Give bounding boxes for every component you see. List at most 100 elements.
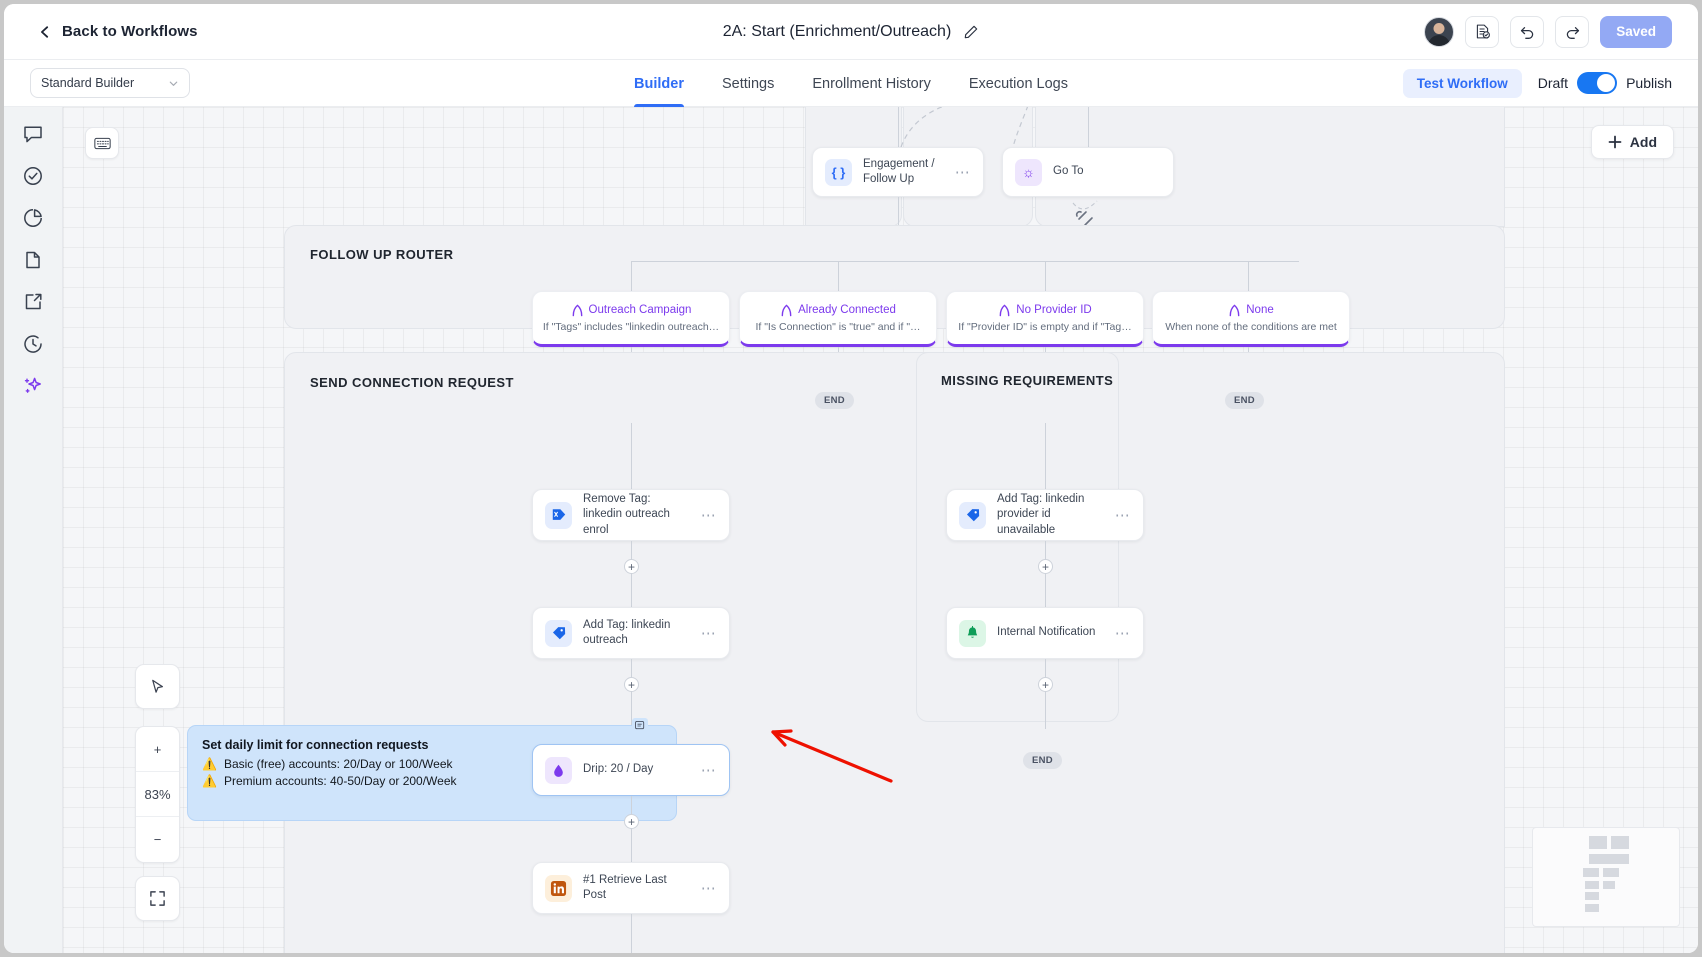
- back-to-workflows-button[interactable]: Back to Workflows: [38, 23, 198, 40]
- edit-pencil-icon[interactable]: [963, 24, 979, 40]
- minimap-node: [1589, 854, 1629, 864]
- document-check-icon: [1474, 23, 1491, 40]
- branch-none[interactable]: None When none of the conditions are met: [1152, 291, 1350, 347]
- node-label: Drip: 20 / Day: [583, 762, 690, 777]
- page-title: 2A: Start (Enrichment/Outreach): [723, 23, 952, 41]
- group-title: MISSING REQUIREMENTS: [941, 373, 1113, 388]
- branch-icon: [780, 304, 793, 317]
- node-go-to[interactable]: ☼ Go To: [1002, 147, 1174, 197]
- node-label: Engagement / Follow Up: [863, 157, 944, 187]
- connector: [1045, 541, 1046, 607]
- connector: [1045, 261, 1046, 293]
- connector: [631, 541, 632, 607]
- top-bar: Back to Workflows 2A: Start (Enrichment/…: [4, 4, 1698, 60]
- connector: [1045, 423, 1046, 491]
- node-menu-button[interactable]: ⋯: [701, 763, 717, 778]
- node-menu-button[interactable]: ⋯: [701, 881, 717, 896]
- branch-title: Outreach Campaign: [589, 304, 692, 316]
- group-send-connection-request: [284, 352, 1505, 953]
- linkedin-icon: [545, 875, 572, 902]
- connector: [631, 914, 632, 953]
- redo-button[interactable]: [1555, 16, 1589, 48]
- node-menu-button[interactable]: ⋯: [955, 165, 971, 180]
- minimap[interactable]: [1532, 827, 1680, 927]
- connector: [898, 197, 899, 225]
- redo-icon: [1564, 23, 1581, 40]
- node-engagement-follow-up[interactable]: { } Engagement / Follow Up ⋯: [812, 147, 984, 197]
- connector: [1045, 659, 1046, 729]
- annotation-line-text: Basic (free) accounts: 20/Day or 100/Wee…: [224, 757, 453, 771]
- workflow-canvas[interactable]: Add { } Engagement / Follow Up ⋯ ☼ Go To: [62, 107, 1698, 953]
- end-pill: END: [1225, 392, 1264, 409]
- annotation-badge-icon: [632, 718, 648, 733]
- branch-head: Already Connected: [780, 304, 896, 317]
- add-step-button[interactable]: +: [1038, 677, 1053, 692]
- node-menu-button[interactable]: ⋯: [1115, 626, 1131, 641]
- document-check-button[interactable]: [1465, 16, 1499, 48]
- tab-builder[interactable]: Builder: [634, 60, 684, 107]
- connector: [838, 261, 839, 293]
- group-title: FOLLOW UP ROUTER: [310, 247, 453, 262]
- external-link-icon[interactable]: [22, 291, 44, 313]
- branch-condition: If "Provider ID" is empty and if "Tag…: [958, 321, 1131, 333]
- node-add-tag-linkedin-outreach[interactable]: Add Tag: linkedin outreach ⋯: [532, 607, 730, 659]
- check-circle-icon[interactable]: [22, 165, 44, 187]
- warning-icon: ⚠️: [202, 757, 217, 771]
- avatar[interactable]: [1424, 17, 1454, 47]
- fit-to-screen-button[interactable]: [135, 876, 180, 921]
- node-remove-tag-linkedin-outreach-enrol[interactable]: Remove Tag: linkedin outreach enrol ⋯: [532, 489, 730, 541]
- minimap-node: [1583, 868, 1599, 877]
- pointer-tool-button[interactable]: [135, 664, 180, 709]
- keyboard-shortcuts-button[interactable]: [85, 127, 119, 159]
- branch-condition: If "Is Connection" is "true" and if "…: [755, 321, 920, 333]
- connector: [1248, 261, 1249, 293]
- node-menu-button[interactable]: ⋯: [701, 508, 717, 523]
- add-step-button[interactable]: +: [624, 677, 639, 692]
- node-label: Remove Tag: linkedin outreach enrol: [583, 492, 690, 538]
- plus-icon: [1608, 135, 1622, 149]
- goto-icon: ☼: [1015, 159, 1042, 186]
- sparkle-ai-icon[interactable]: [22, 375, 44, 397]
- add-step-button[interactable]: +: [624, 559, 639, 574]
- branch-icon: [998, 304, 1011, 317]
- publish-toggle[interactable]: [1577, 72, 1617, 94]
- add-node-button[interactable]: Add: [1591, 125, 1674, 159]
- branch-outreach-campaign[interactable]: Outreach Campaign If "Tags" includes "li…: [532, 291, 730, 347]
- zoom-level-label[interactable]: 83%: [136, 772, 179, 817]
- minimap-node: [1603, 868, 1619, 877]
- group-title: SEND CONNECTION REQUEST: [310, 375, 514, 390]
- node-add-tag-provider-id-unavailable[interactable]: Add Tag: linkedin provider id unavailabl…: [946, 489, 1144, 541]
- minimap-node: [1611, 836, 1629, 849]
- node-menu-button[interactable]: ⋯: [1115, 508, 1131, 523]
- annotation-line-text: Premium accounts: 40-50/Day or 200/Week: [224, 774, 457, 788]
- node-internal-notification[interactable]: Internal Notification ⋯: [946, 607, 1144, 659]
- saved-button[interactable]: Saved: [1600, 16, 1672, 48]
- tag-icon: [959, 502, 986, 529]
- top-bar-actions: Saved: [1424, 16, 1672, 48]
- tab-settings[interactable]: Settings: [722, 60, 774, 107]
- add-step-button[interactable]: +: [624, 814, 639, 829]
- add-label: Add: [1630, 134, 1657, 150]
- end-pill: END: [815, 392, 854, 409]
- tab-bar: Builder Settings Enrollment History Exec…: [4, 60, 1698, 107]
- pie-chart-icon[interactable]: [22, 207, 44, 229]
- tab-enrollment-history[interactable]: Enrollment History: [812, 60, 930, 107]
- undo-button[interactable]: [1510, 16, 1544, 48]
- tab-execution-logs[interactable]: Execution Logs: [969, 60, 1068, 107]
- expand-icon: [149, 890, 166, 907]
- branch-head: No Provider ID: [998, 304, 1091, 317]
- history-clock-icon[interactable]: [22, 333, 44, 355]
- node-drip-20-per-day[interactable]: Drip: 20 / Day ⋯: [532, 744, 730, 796]
- file-icon[interactable]: [22, 249, 44, 271]
- branch-no-provider-id[interactable]: No Provider ID If "Provider ID" is empty…: [946, 291, 1144, 347]
- zoom-out-button[interactable]: −: [136, 817, 179, 862]
- node-label: #1 Retrieve Last Post: [583, 873, 690, 903]
- branch-already-connected[interactable]: Already Connected If "Is Connection" is …: [739, 291, 937, 347]
- zoom-in-button[interactable]: +: [136, 727, 179, 772]
- bell-icon: [959, 620, 986, 647]
- add-step-button[interactable]: +: [1038, 559, 1053, 574]
- chat-bubble-icon[interactable]: [22, 123, 44, 145]
- node-retrieve-last-post[interactable]: #1 Retrieve Last Post ⋯: [532, 862, 730, 914]
- branch-title: Already Connected: [798, 304, 896, 316]
- node-menu-button[interactable]: ⋯: [701, 626, 717, 641]
